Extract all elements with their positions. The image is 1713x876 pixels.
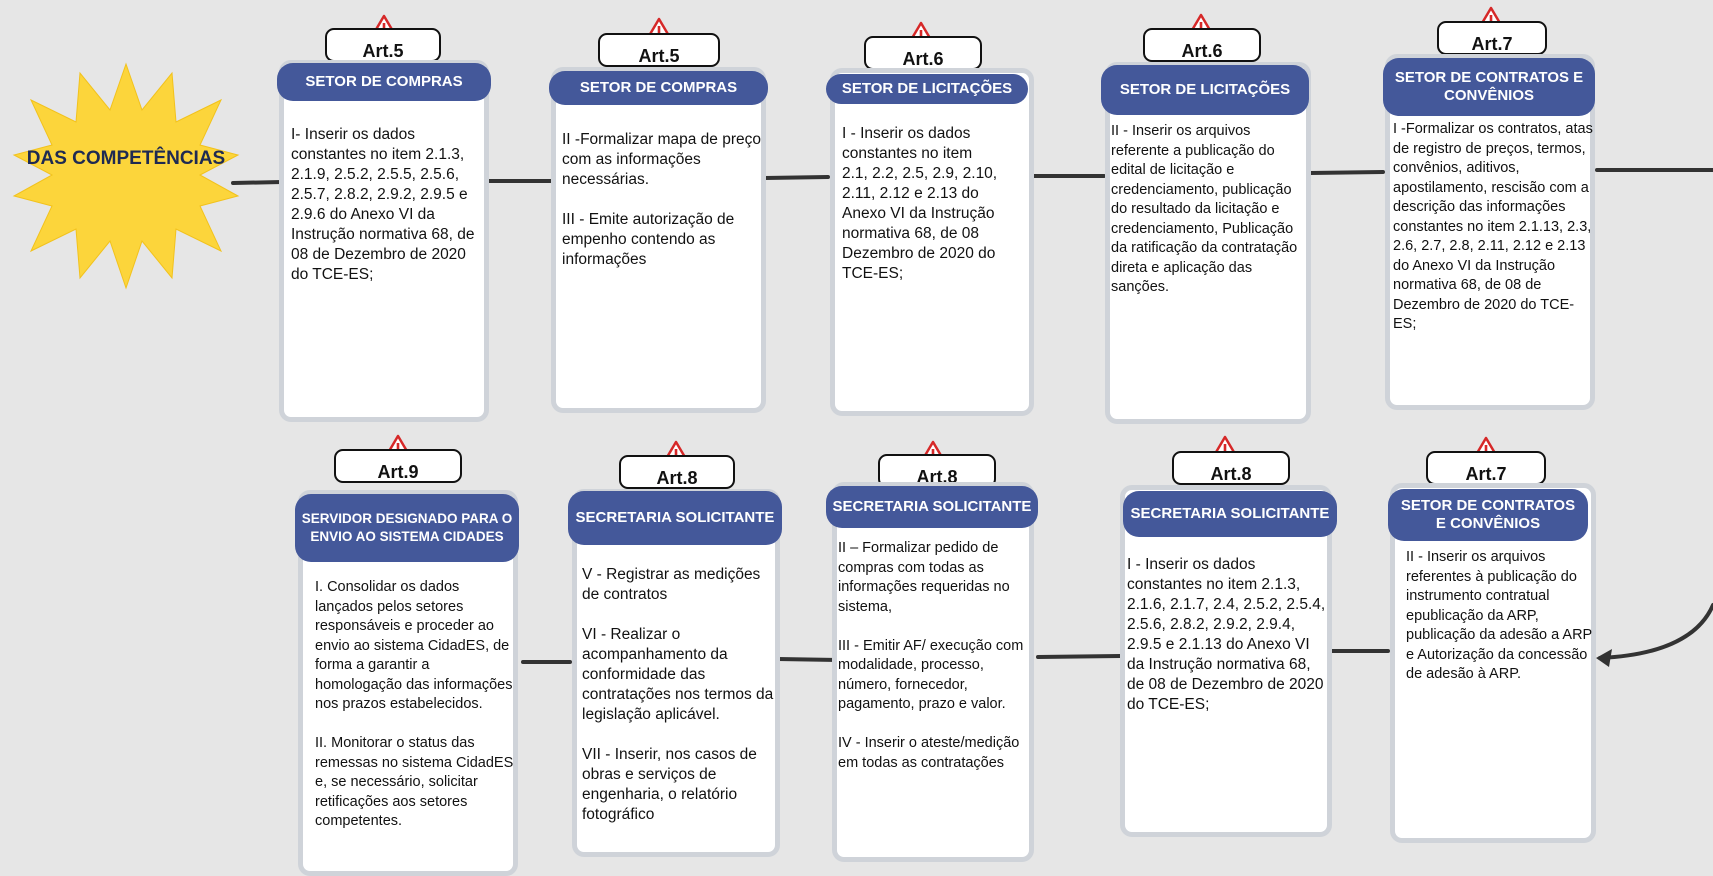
step-card [830, 68, 1034, 416]
step-2: Art.5 SETOR DE COMPRAS II -Formalizar ma… [549, 15, 768, 415]
step-1: Art.5 SETOR DE COMPRAS I- Inserir os dad… [277, 10, 491, 422]
step-8: Art.8 SECRETARIA SOLICITANTE II – Formal… [826, 438, 1040, 864]
connector-line [1036, 654, 1122, 659]
step-header: SECRETARIA SOLICITANTE [568, 491, 782, 545]
article-label: Art.6 [1143, 28, 1261, 62]
article-label: Art.7 [1437, 21, 1547, 55]
step-description: V - Registrar as medições de contratos V… [582, 566, 774, 823]
arrowhead [1596, 649, 1612, 667]
step-header: SETOR DE LICITAÇÕES [826, 74, 1028, 104]
step-description: II -Formalizar mapa de preço com as info… [562, 131, 761, 268]
star-burst-shape [12, 62, 240, 290]
step-card [279, 60, 489, 422]
article-label: Art.7 [1426, 451, 1546, 485]
connector-line [776, 657, 840, 662]
step-header: SETOR DE COMPRAS [549, 71, 768, 105]
step-9: Art.8 SECRETARIA SOLICITANTE V - Registr… [568, 437, 782, 862]
step-description: II – Formalizar pedido de compras com to… [838, 540, 1024, 771]
step-7: Art.8 SECRETARIA SOLICITANTE I - Inserir… [1117, 435, 1339, 850]
article-label: Art.5 [598, 33, 720, 67]
step-header: SETOR DE CONTRATOS E CONVÊNIOS [1383, 58, 1595, 116]
step-header: SETOR DE LICITAÇÕES [1101, 65, 1309, 115]
step-description: II - Inserir os arquivos referente a pub… [1111, 123, 1298, 295]
step-description: I- Inserir os dados constantes no item 2… [291, 126, 475, 283]
step-card [551, 67, 766, 413]
article-label: Art.8 [1172, 451, 1290, 485]
center-label: DAS COMPETÊNCIAS [26, 148, 226, 169]
step-3: Art.6 SETOR DE LICITAÇÕES I - Inserir os… [826, 20, 1036, 420]
connector-line [231, 180, 284, 185]
step-card [1120, 485, 1332, 837]
article-label: Art.9 [334, 449, 462, 483]
step-6: Art.7 SETOR DE CONTRATOS E CONVÊNIOS II … [1386, 433, 1598, 845]
step-header: SECRETARIA SOLICITANTE [826, 486, 1038, 528]
article-label: Art.5 [325, 28, 441, 62]
step-header: SECRETARIA SOLICITANTE [1123, 491, 1337, 537]
step-10: Art.9 SERVIDOR DESIGNADO PARA O ENVIO AO… [294, 432, 522, 876]
step-5: Art.7 SETOR DE CONTRATOS E CONVÊNIOS I -… [1381, 6, 1597, 412]
step-header: SERVIDOR DESIGNADO PARA O ENVIO AO SISTE… [295, 494, 519, 562]
step-header: SETOR DE CONTRATOS E CONVÊNIOS [1388, 489, 1588, 541]
step-description: II - Inserir os arquivos referentes à pu… [1406, 549, 1592, 682]
competencias-star: DAS COMPETÊNCIAS [10, 60, 242, 292]
step-description: I -Formalizar os contratos, atas de regi… [1393, 121, 1593, 332]
connector-curve [1598, 603, 1713, 660]
step-header: SETOR DE COMPRAS [277, 63, 491, 101]
step-card [1390, 483, 1596, 843]
step-card [1105, 62, 1311, 424]
connector-line [763, 175, 830, 180]
step-card [572, 489, 780, 857]
step-card [832, 482, 1034, 862]
article-label: Art.6 [864, 36, 982, 70]
connector-line [1308, 170, 1385, 175]
step-description: I. Consolidar os dados lançados pelos se… [315, 579, 514, 829]
step-description: I - Inserir os dados constantes no item … [1127, 556, 1326, 713]
step-description: I - Inserir os dados constantes no item … [842, 125, 998, 282]
step-4: Art.6 SETOR DE LICITAÇÕES II - Inserir o… [1101, 12, 1313, 424]
article-label: Art.8 [619, 455, 735, 489]
